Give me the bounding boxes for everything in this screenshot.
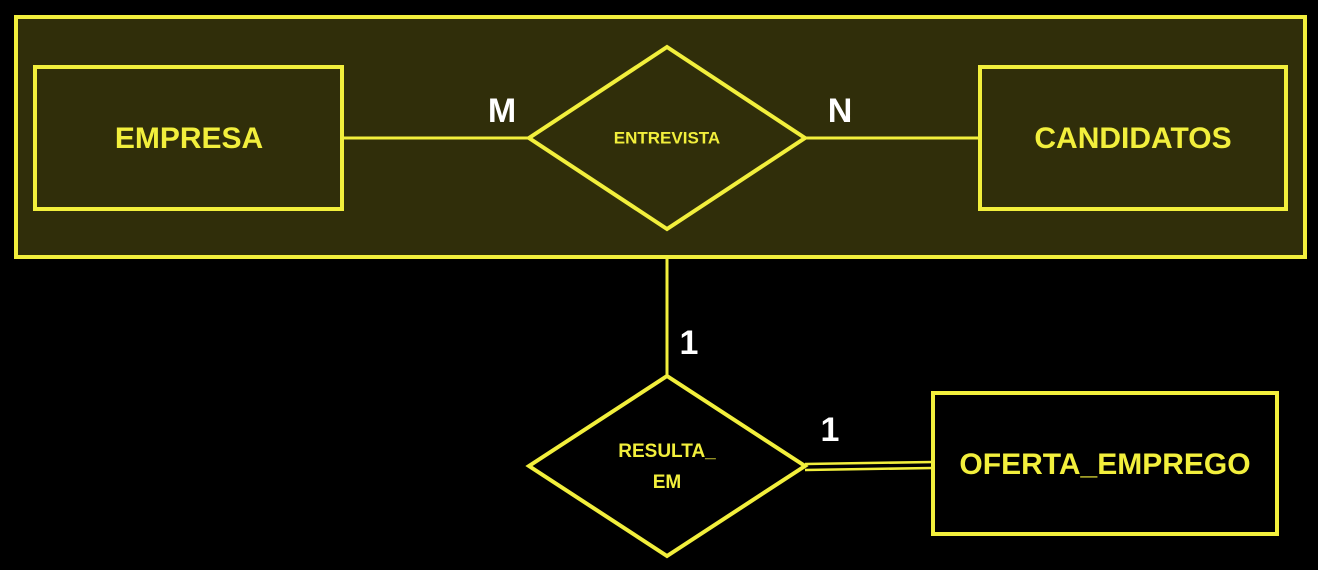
relationship-entrevista-label: ENTREVISTA: [614, 128, 720, 147]
entity-candidatos-box: [978, 65, 1288, 211]
double-line-bottom: [804, 466, 934, 472]
entity-empresa-label: EMPRESA: [115, 122, 263, 155]
entity-candidatos: CANDIDATOS: [978, 65, 1288, 211]
relationship-resulta-em-diamond: [525, 373, 809, 559]
entity-empresa: EMPRESA: [33, 65, 344, 211]
cardinality-m: M: [488, 92, 516, 130]
entity-oferta-emprego: OFERTA_EMPREGO: [931, 391, 1279, 536]
cardinality-one-right: 1: [821, 411, 840, 449]
relationship-resulta-em: RESULTA_ EM: [525, 373, 809, 559]
relationship-entrevista: ENTREVISTA: [525, 44, 809, 232]
relationship-resulta-em-label-line1: RESULTA_: [618, 441, 716, 462]
entity-oferta-emprego-box: [931, 391, 1279, 536]
cardinality-one-top: 1: [680, 324, 699, 362]
cardinality-n: N: [828, 92, 853, 130]
relationship-entrevista-diamond: [525, 44, 809, 232]
entity-oferta-emprego-label: OFERTA_EMPREGO: [959, 448, 1250, 481]
entity-empresa-box: [33, 65, 344, 211]
relationship-resulta-em-label-line2: EM: [653, 472, 682, 493]
entity-candidatos-label: CANDIDATOS: [1034, 122, 1231, 155]
double-line-top: [804, 460, 934, 466]
